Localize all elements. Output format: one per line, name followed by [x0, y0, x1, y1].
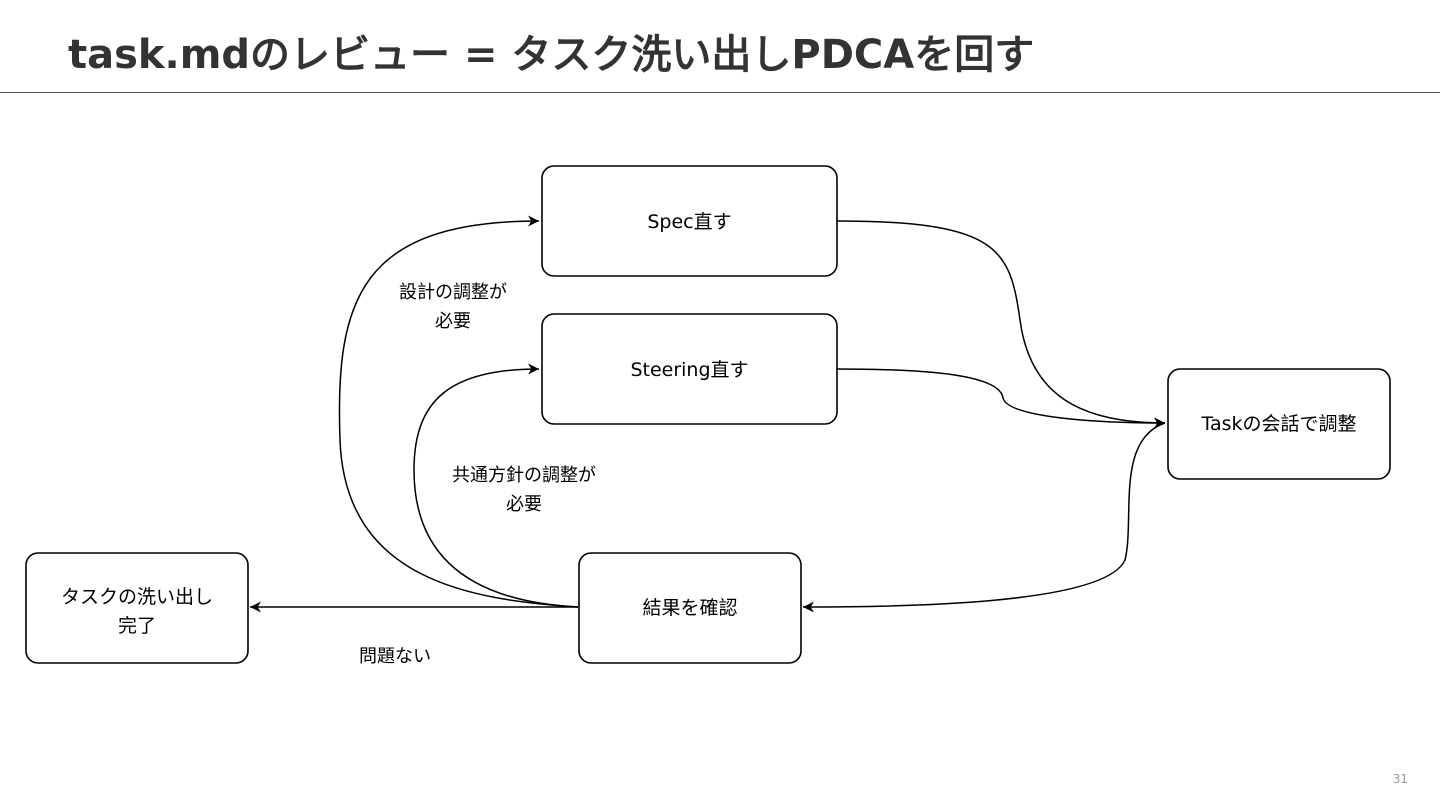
- page-number: 31: [1392, 772, 1408, 786]
- edge-result-to-spec: [338, 215, 579, 608]
- node-task-talk-label: Taskの会話で調整: [1200, 413, 1356, 435]
- node-check-result: 結果を確認: [578, 552, 802, 664]
- edge-steering-to-task: [836, 368, 1166, 429]
- slide-title: task.mdのレビュー = タスク洗い出しPDCAを回す: [68, 32, 1035, 78]
- edge-label-design-line2: 必要: [435, 311, 471, 332]
- node-task-talk: Taskの会話で調整: [1167, 368, 1391, 480]
- edge-label-design-line1: 設計の調整が: [399, 282, 507, 303]
- title-divider: [0, 92, 1440, 93]
- edge-label-common-line1: 共通方針の調整が: [452, 465, 596, 486]
- node-steering: Steering直す: [541, 313, 838, 425]
- edge-label-no-problem: 問題ない: [359, 646, 431, 667]
- node-done-line1: タスクの洗い出し: [61, 586, 213, 608]
- node-check-result-label: 結果を確認: [642, 597, 737, 619]
- edge-task-to-result: [802, 422, 1166, 613]
- node-done-line2: 完了: [118, 615, 156, 637]
- edge-spec-to-task: [836, 220, 1166, 429]
- node-spec: Spec直す: [541, 165, 838, 277]
- node-steering-label: Steering直す: [630, 359, 748, 381]
- node-spec-label: Spec直す: [647, 211, 731, 233]
- edge-result-to-steering: [413, 363, 579, 608]
- edge-label-common-line2: 必要: [506, 494, 542, 515]
- node-done: タスクの洗い出し 完了: [25, 552, 249, 664]
